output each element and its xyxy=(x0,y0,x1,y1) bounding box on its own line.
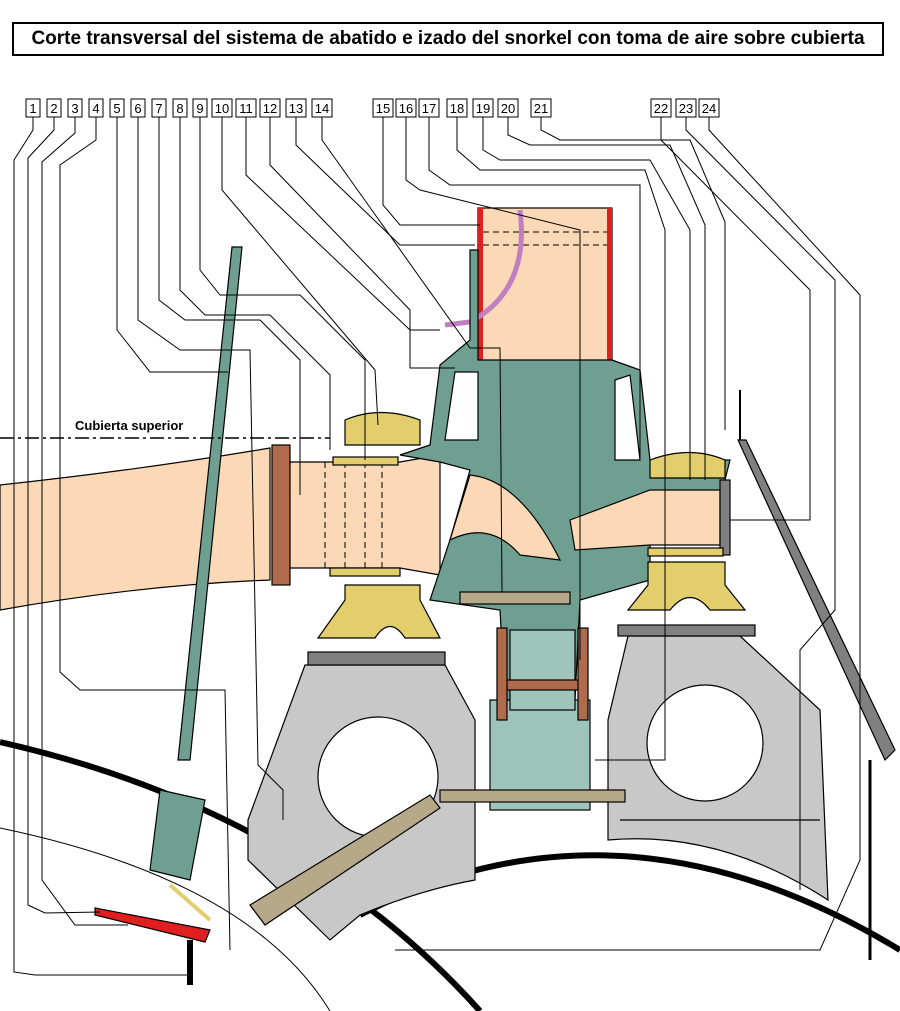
snorkel-tube xyxy=(477,207,613,364)
diagram-title: Corte transversal del sistema de abatido… xyxy=(12,22,884,56)
part-label-14: 14 xyxy=(311,98,333,118)
drive-shaft xyxy=(249,591,626,926)
part-label-6: 6 xyxy=(130,98,146,118)
part-label-22: 22 xyxy=(650,98,672,118)
part-label-23: 23 xyxy=(675,98,697,118)
svg-text:6: 6 xyxy=(134,101,141,116)
svg-text:13: 13 xyxy=(289,101,303,116)
part-label-11: 11 xyxy=(235,98,257,118)
part-label-9: 9 xyxy=(192,98,208,118)
svg-text:7: 7 xyxy=(155,101,162,116)
svg-text:10: 10 xyxy=(215,101,229,116)
leader-lines xyxy=(13,117,861,976)
deck-label: Cubierta superior xyxy=(75,418,183,433)
part-label-7: 7 xyxy=(151,98,167,118)
part-label-24: 24 xyxy=(698,98,720,118)
part-label-17: 17 xyxy=(418,98,440,118)
part-label-15: 15 xyxy=(372,98,394,118)
svg-text:4: 4 xyxy=(92,101,99,116)
svg-text:17: 17 xyxy=(422,101,436,116)
svg-text:12: 12 xyxy=(263,101,277,116)
snorkel-mast xyxy=(177,246,243,761)
air-intake-duct xyxy=(0,447,271,611)
svg-text:19: 19 xyxy=(476,101,490,116)
part-label-16: 16 xyxy=(395,98,417,118)
svg-text:14: 14 xyxy=(315,101,329,116)
part-label-5: 5 xyxy=(109,98,125,118)
red-lever xyxy=(94,907,211,943)
svg-text:16: 16 xyxy=(399,101,413,116)
bearing-right xyxy=(626,451,747,611)
part-label-8: 8 xyxy=(172,98,188,118)
svg-text:9: 9 xyxy=(196,101,203,116)
part-label-21: 21 xyxy=(530,98,552,118)
part-label-18: 18 xyxy=(446,98,468,118)
svg-text:15: 15 xyxy=(376,101,390,116)
svg-text:1: 1 xyxy=(29,101,36,116)
part-label-4: 4 xyxy=(88,98,104,118)
svg-text:21: 21 xyxy=(534,101,548,116)
part-label-1: 1 xyxy=(25,98,41,118)
svg-text:8: 8 xyxy=(176,101,183,116)
part-number-labels: 1 2 3 4 5 6 7 8 9 10 11 12 13 14 15 16 1… xyxy=(25,98,720,118)
svg-text:3: 3 xyxy=(71,101,78,116)
right-stand xyxy=(607,624,829,902)
svg-text:23: 23 xyxy=(679,101,693,116)
part-label-3: 3 xyxy=(67,98,83,118)
svg-text:5: 5 xyxy=(113,101,120,116)
bearing-left xyxy=(316,411,441,639)
svg-text:18: 18 xyxy=(450,101,464,116)
svg-text:22: 22 xyxy=(654,101,668,116)
svg-text:24: 24 xyxy=(702,101,716,116)
hull-arc-inner xyxy=(0,827,331,1011)
part-label-12: 12 xyxy=(259,98,281,118)
part-label-19: 19 xyxy=(472,98,494,118)
part-label-13: 13 xyxy=(285,98,307,118)
svg-text:11: 11 xyxy=(239,101,253,116)
svg-text:2: 2 xyxy=(50,101,57,116)
duct-flange xyxy=(271,444,291,586)
svg-text:20: 20 xyxy=(501,101,515,116)
part-label-20: 20 xyxy=(497,98,519,118)
part-label-2: 2 xyxy=(46,98,62,118)
part-label-10: 10 xyxy=(211,98,233,118)
